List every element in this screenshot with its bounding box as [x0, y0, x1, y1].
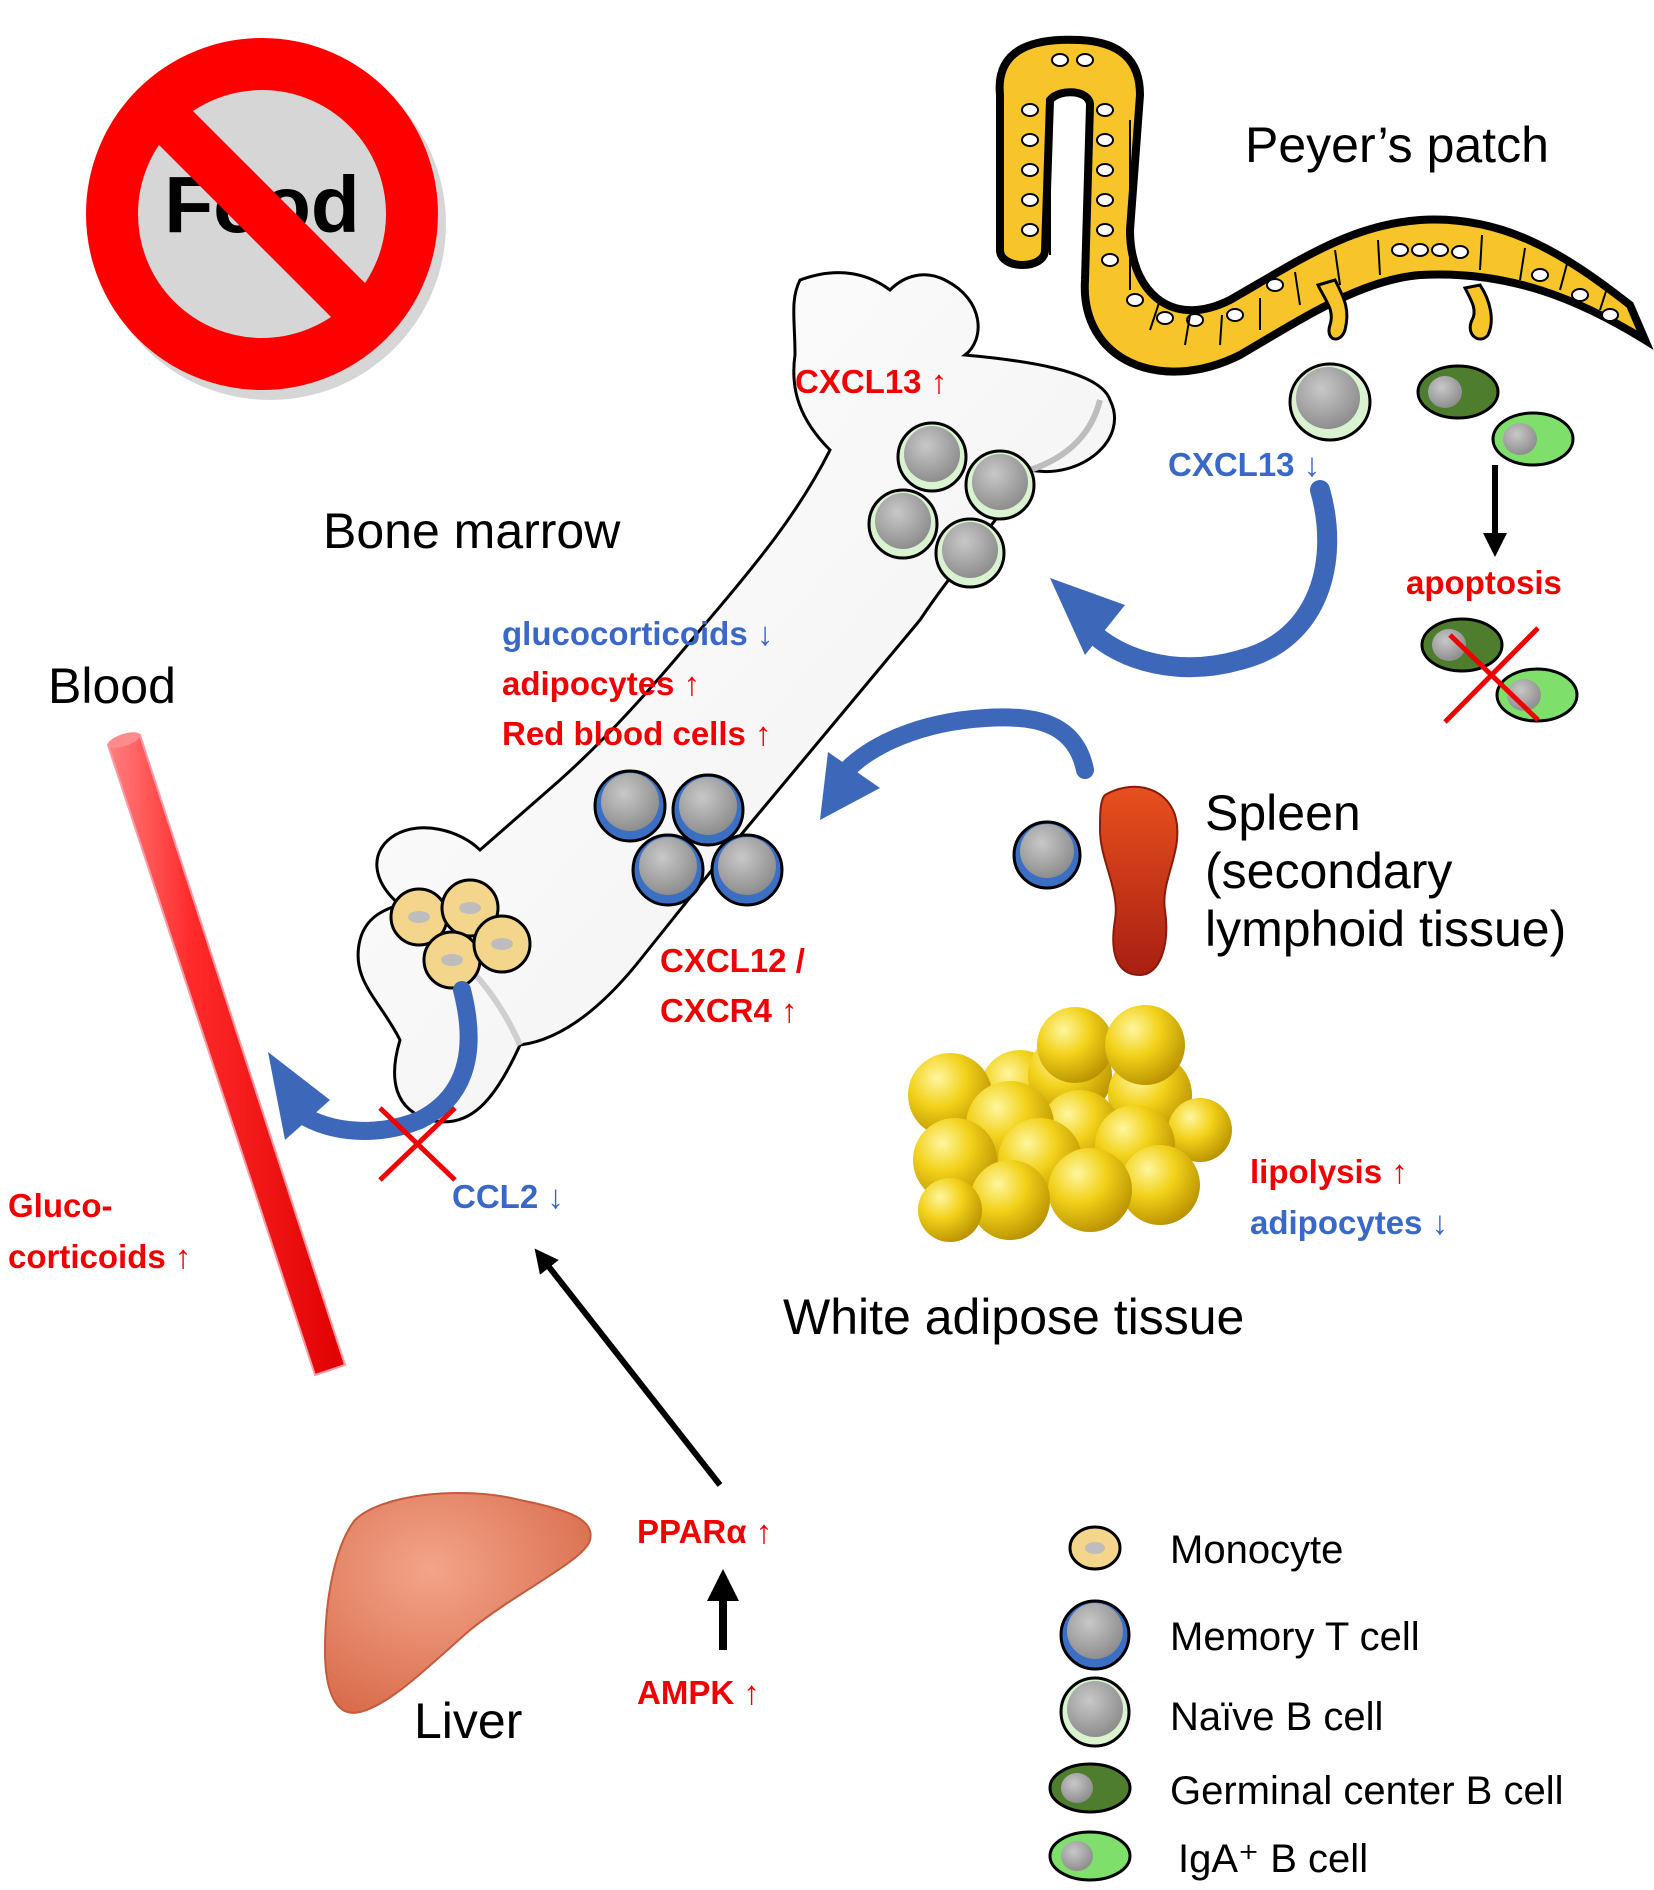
legend-item-germinal-center-b-cell: Germinal center B cell: [1048, 1762, 1563, 1814]
glucocorticoids-down-label: glucocorticoids ↓: [502, 615, 773, 652]
peyers-patch-epithelium: [995, 35, 1654, 376]
legend-label-monocyte: Monocyte: [1170, 1528, 1343, 1572]
iga-b-cell-icon: [1048, 1830, 1132, 1882]
apoptotic-cells: [1420, 617, 1579, 724]
memory-t-cell-cluster-bone: [593, 769, 784, 907]
cxcr4-up-label: CXCR4 ↑: [660, 992, 798, 1029]
peyers-patch-label: Peyer’s patch: [1245, 117, 1549, 173]
naive-b-cell: [934, 517, 1006, 589]
monocyte-cluster-bone: [389, 878, 532, 990]
arrow-ppara-to-ccl2: [534, 1248, 723, 1487]
memory-t-cell-spleen: [1012, 820, 1082, 890]
liver-label: Liver: [414, 1693, 522, 1749]
naive-b-cell-cluster-bone: [867, 421, 1036, 589]
memory-t-cell-icon: [1059, 1599, 1131, 1671]
adipocytes-up-label: adipocytes ↑: [502, 665, 700, 702]
lipolysis-up-label: lipolysis ↑: [1250, 1153, 1408, 1190]
germinal-center-b-cell-peyers: [1416, 364, 1500, 420]
germinal-center-b-cell-icon: [1048, 1762, 1132, 1814]
monocyte-icon: [1068, 1525, 1122, 1571]
arrow-spleen-to-bone: [820, 708, 1094, 820]
naive-b-cell: [867, 488, 939, 560]
spleen-label-1: Spleen: [1205, 785, 1361, 841]
blood-label: Blood: [48, 658, 176, 714]
naive-b-cell-peyers: [1288, 362, 1372, 442]
arrow-monocyte-egress: [268, 981, 478, 1140]
cxcl12-label: CXCL12 /: [660, 942, 805, 979]
cxcl13-up-label: CXCL13 ↑: [795, 363, 947, 400]
memory-t-cell: [710, 833, 784, 907]
legend-item-iga-b-cell: IgA⁺ B cell: [1048, 1830, 1368, 1882]
cxcl13-down-label: CXCL13 ↓: [1168, 446, 1320, 483]
legend-item-monocyte: Monocyte: [1068, 1525, 1343, 1572]
legend-label-germinal-center-b-cell: Germinal center B cell: [1170, 1769, 1563, 1813]
arrow-peyers-to-bone: [1050, 480, 1338, 678]
legend-label-iga-b-cell: IgA⁺ B cell: [1178, 1837, 1368, 1881]
memory-t-cell: [631, 833, 705, 907]
memory-t-cell: [593, 769, 667, 843]
spleen-label-3: lymphoid tissue): [1205, 901, 1566, 957]
memory-t-cell: [671, 773, 745, 847]
legend-item-memory-t-cell: Memory T cell: [1059, 1599, 1420, 1671]
naive-b-cell-icon: [1059, 1676, 1131, 1748]
liver-organ: [323, 1492, 592, 1714]
apoptosis-label: apoptosis: [1406, 564, 1562, 601]
ppara-up-label: PPARα ↑: [637, 1513, 772, 1550]
ampk-up-label: AMPK ↑: [637, 1674, 760, 1711]
iga-b-cell-peyers: [1491, 411, 1575, 467]
glucocorticoids-blood-label-2: corticoids ↑: [8, 1238, 191, 1275]
ccl2-down-label: CCL2 ↓: [452, 1178, 564, 1215]
white-adipose-tissue: [908, 1005, 1232, 1242]
apoptosis-cross-icon: [1443, 626, 1540, 724]
monocyte: [472, 914, 532, 974]
legend-item-naive-b-cell: Naïve B cell: [1059, 1676, 1383, 1748]
no-food-sign: Food: [86, 38, 446, 400]
blood-vessel: [106, 732, 347, 1377]
monocyte: [422, 930, 482, 990]
naive-b-cell: [964, 449, 1036, 521]
glucocorticoids-blood-label-1: Gluco-: [8, 1187, 113, 1224]
legend-label-memory-t-cell: Memory T cell: [1170, 1615, 1420, 1659]
legend-label-naive-b-cell: Naïve B cell: [1170, 1695, 1383, 1739]
spleen-label-2: (secondary: [1205, 843, 1452, 899]
bone-marrow-label: Bone marrow: [323, 503, 621, 559]
red-blood-cells-up-label: Red blood cells ↑: [502, 715, 772, 752]
spleen-organ: [1098, 785, 1179, 977]
white-adipose-label: White adipose tissue: [783, 1289, 1244, 1345]
blocked-cross-icon: [378, 1106, 457, 1182]
legend: Monocyte Memory T cell Naïve B cell Germ…: [1048, 1525, 1563, 1882]
adipocytes-down-label: adipocytes ↓: [1250, 1204, 1448, 1241]
naive-b-cell: [896, 421, 968, 493]
